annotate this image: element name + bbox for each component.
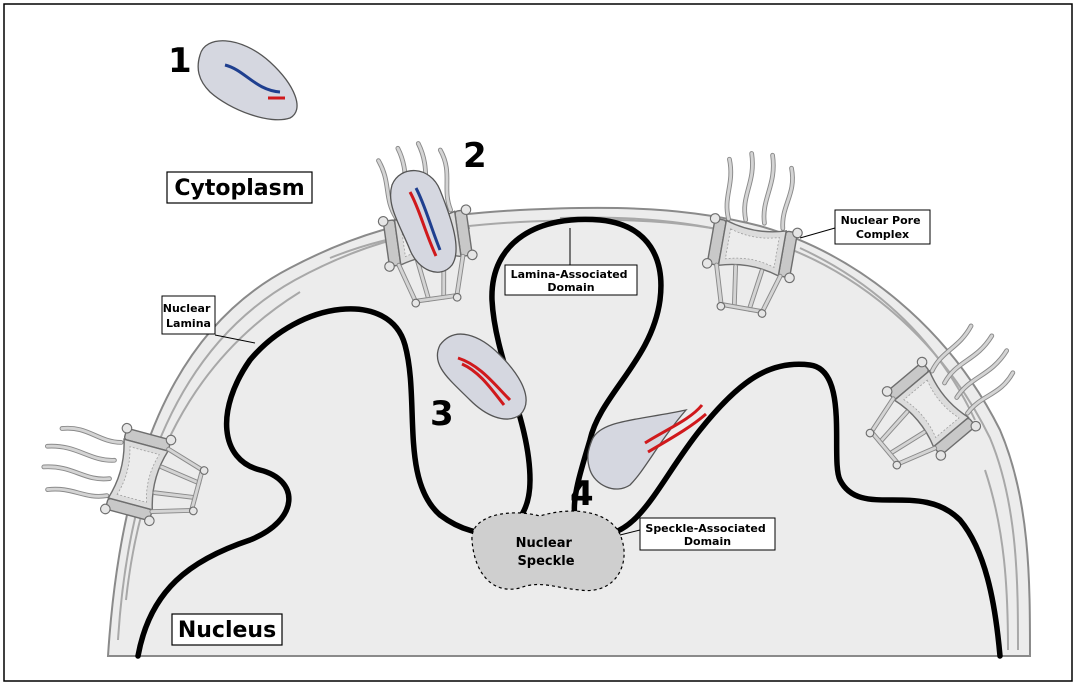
nuclear-speckle-label-line1: Nuclear: [516, 536, 573, 551]
step-number-2: 2: [463, 136, 487, 176]
lad-label-line1: Lamina-Associated: [511, 268, 628, 281]
npc-leader: [800, 228, 835, 238]
lad-label-line2: Domain: [547, 281, 594, 294]
sad-label-line1: Speckle-Associated: [645, 522, 765, 535]
nuclear-lamina-label-line2: Lamina: [166, 317, 211, 330]
npc-label-line1: Nuclear Pore: [841, 214, 921, 227]
step-number-1: 1: [168, 41, 192, 81]
nuclear-speckle-label-line2: Speckle: [517, 554, 574, 569]
step-number-3: 3: [430, 394, 454, 434]
nuclear-lamina-label-line1: Nuclear: [163, 302, 211, 315]
cytoplasm-label: Cytoplasm: [174, 176, 304, 201]
vesicle-1: [198, 41, 297, 120]
nucleus-label: Nucleus: [178, 618, 276, 643]
step-number-4: 4: [570, 474, 594, 514]
npc-label-line2: Complex: [856, 228, 909, 241]
sad-label-line2: Domain: [684, 535, 731, 548]
